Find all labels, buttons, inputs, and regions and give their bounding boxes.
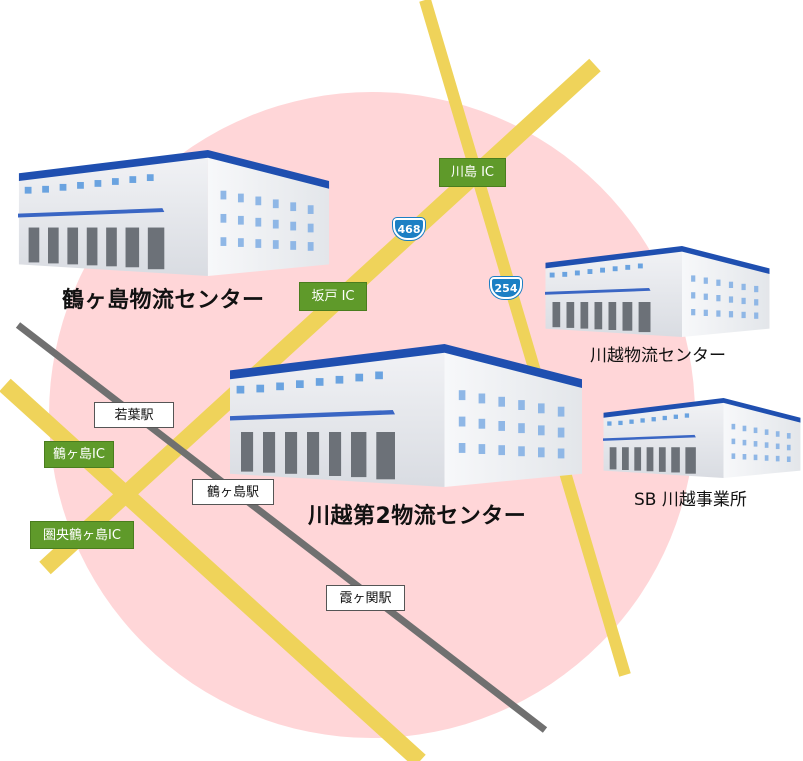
- route-shield-254: 254: [490, 277, 522, 299]
- expressway-kanetsu: [39, 58, 601, 575]
- warehouse-icon-sb-kawagoe: [603, 398, 801, 478]
- station-sign-kasumigaseki: 霞ヶ関駅: [326, 585, 405, 611]
- warehouse-icon-kawagoe2: [230, 344, 582, 487]
- warehouse-icon-tsurugashima: [18, 150, 330, 276]
- ic-sign-tsurugashima: 鶴ヶ島IC: [44, 441, 114, 468]
- warehouse-icon-kawagoe: [545, 246, 770, 337]
- station-sign-wakaba: 若葉駅: [94, 402, 174, 428]
- ic-sign-kawajima: 川島 IC: [439, 158, 506, 187]
- expressway-route254: [419, 0, 631, 677]
- railway-tojo-line: [15, 322, 548, 733]
- facility-label-tsurugashima: 鶴ヶ島物流センター: [62, 288, 265, 313]
- station-sign-tsurugashima: 鶴ヶ島駅: [192, 479, 274, 505]
- facility-label-kawagoe: 川越物流センター: [590, 346, 726, 366]
- facility-label-kawagoe2: 川越第2物流センター: [308, 504, 527, 529]
- ic-sign-sakado: 坂戸 IC: [299, 282, 367, 311]
- ic-sign-kenou-tsurugashima: 圏央鶴ヶ島IC: [30, 521, 134, 549]
- route-shield-468: 468: [393, 218, 425, 240]
- facility-label-sb-kawagoe: SB 川越事業所: [634, 490, 747, 510]
